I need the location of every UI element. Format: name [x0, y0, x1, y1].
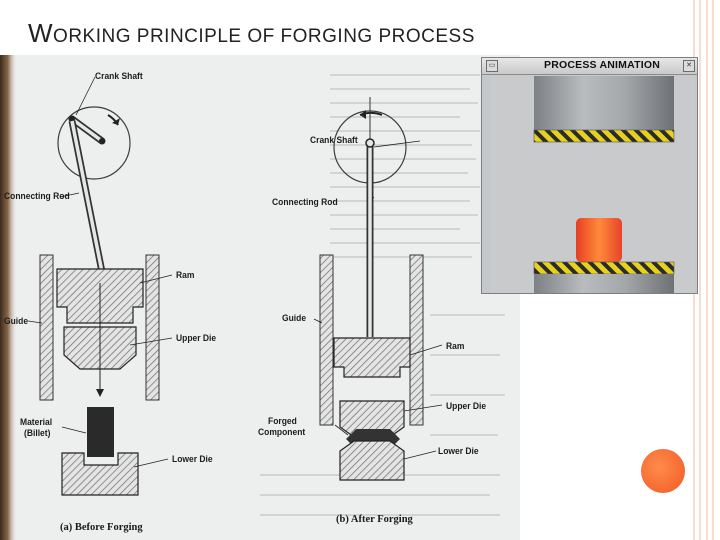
label-connecting-rod-after: Connecting Rod — [272, 196, 338, 208]
label-material: Material — [20, 416, 53, 428]
animation-stage — [490, 76, 695, 293]
animation-press-graphic — [533, 76, 675, 293]
process-animation-window[interactable]: ▭ PROCESS ANIMATION ✕ — [481, 57, 698, 294]
label-billet: (Billet) — [24, 427, 51, 439]
decorative-orange-circle — [641, 449, 685, 493]
after-forging-diagram — [313, 97, 443, 481]
label-guide-after: Guide — [282, 312, 307, 324]
forging-diagram-scan: Crank Shaft Connecting Rod Ram Guide Upp… — [0, 55, 520, 540]
before-forging-diagram — [27, 76, 173, 496]
caption-after-forging: (b) After Forging — [336, 514, 413, 525]
label-ram-after: Ram — [446, 340, 465, 352]
label-upper-die-before: Upper Die — [176, 332, 217, 344]
label-ram-before: Ram — [176, 269, 195, 281]
label-guide-before: Guide — [4, 315, 29, 327]
caption-before-forging: (a) Before Forging — [60, 522, 143, 533]
animation-title-bar[interactable]: ▭ PROCESS ANIMATION ✕ — [482, 58, 697, 75]
title-first-letter: W — [28, 18, 54, 48]
label-connecting-rod-before: Connecting Rod — [4, 190, 70, 202]
close-icon[interactable]: ✕ — [683, 60, 695, 72]
label-forged: Forged — [268, 415, 297, 427]
label-component: Component — [258, 426, 306, 438]
minimize-icon[interactable]: ▭ — [486, 60, 498, 72]
label-lower-die-before: Lower Die — [172, 453, 213, 465]
title-rest: ORKING PRINCIPLE OF FORGING PROCESS — [53, 26, 475, 47]
slide-title: WORKING PRINCIPLE OF FORGING PROCESS — [28, 18, 475, 49]
label-lower-die-after: Lower Die — [438, 445, 479, 457]
label-crank-shaft-before: Crank Shaft — [95, 70, 143, 82]
forging-diagram-figure — [0, 55, 520, 540]
label-crank-shaft-after: Crank Shaft — [310, 134, 358, 146]
animation-title: PROCESS ANIMATION — [544, 59, 660, 71]
label-upper-die-after: Upper Die — [446, 400, 487, 412]
